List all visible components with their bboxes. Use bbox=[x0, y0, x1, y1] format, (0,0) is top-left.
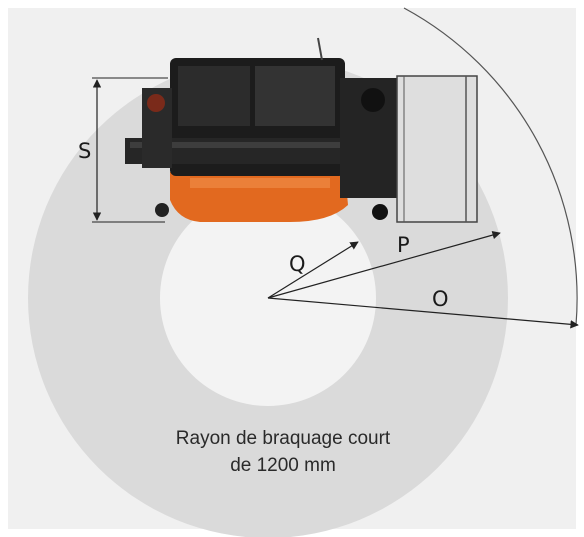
caption-line-1: Rayon de braquage court bbox=[176, 428, 391, 449]
right-arm-knob-1 bbox=[361, 88, 385, 112]
excavator-top-view bbox=[125, 37, 478, 223]
s-label: S bbox=[78, 139, 91, 163]
machine-orange-highlight bbox=[190, 178, 330, 188]
caption-line-2: de 1200 mm bbox=[230, 455, 336, 476]
cab-window-2 bbox=[255, 66, 335, 126]
blade bbox=[396, 75, 478, 223]
s-dimension: S bbox=[78, 77, 168, 223]
q-radius-line bbox=[267, 241, 359, 299]
q-label: Q bbox=[289, 252, 306, 276]
p-radius-line bbox=[267, 230, 501, 299]
antenna bbox=[317, 37, 323, 61]
p-label: P bbox=[397, 233, 410, 257]
left-lamp bbox=[147, 94, 165, 112]
cab-window-1 bbox=[178, 66, 250, 126]
track-bar-highlight bbox=[130, 142, 370, 148]
o-label: O bbox=[432, 287, 449, 311]
outer-sweep-arc bbox=[403, 7, 578, 326]
radius-lines bbox=[267, 230, 579, 329]
right-arm-knob-2 bbox=[372, 204, 388, 220]
rear-wheel-left bbox=[155, 203, 169, 217]
o-radius-line bbox=[267, 297, 579, 329]
